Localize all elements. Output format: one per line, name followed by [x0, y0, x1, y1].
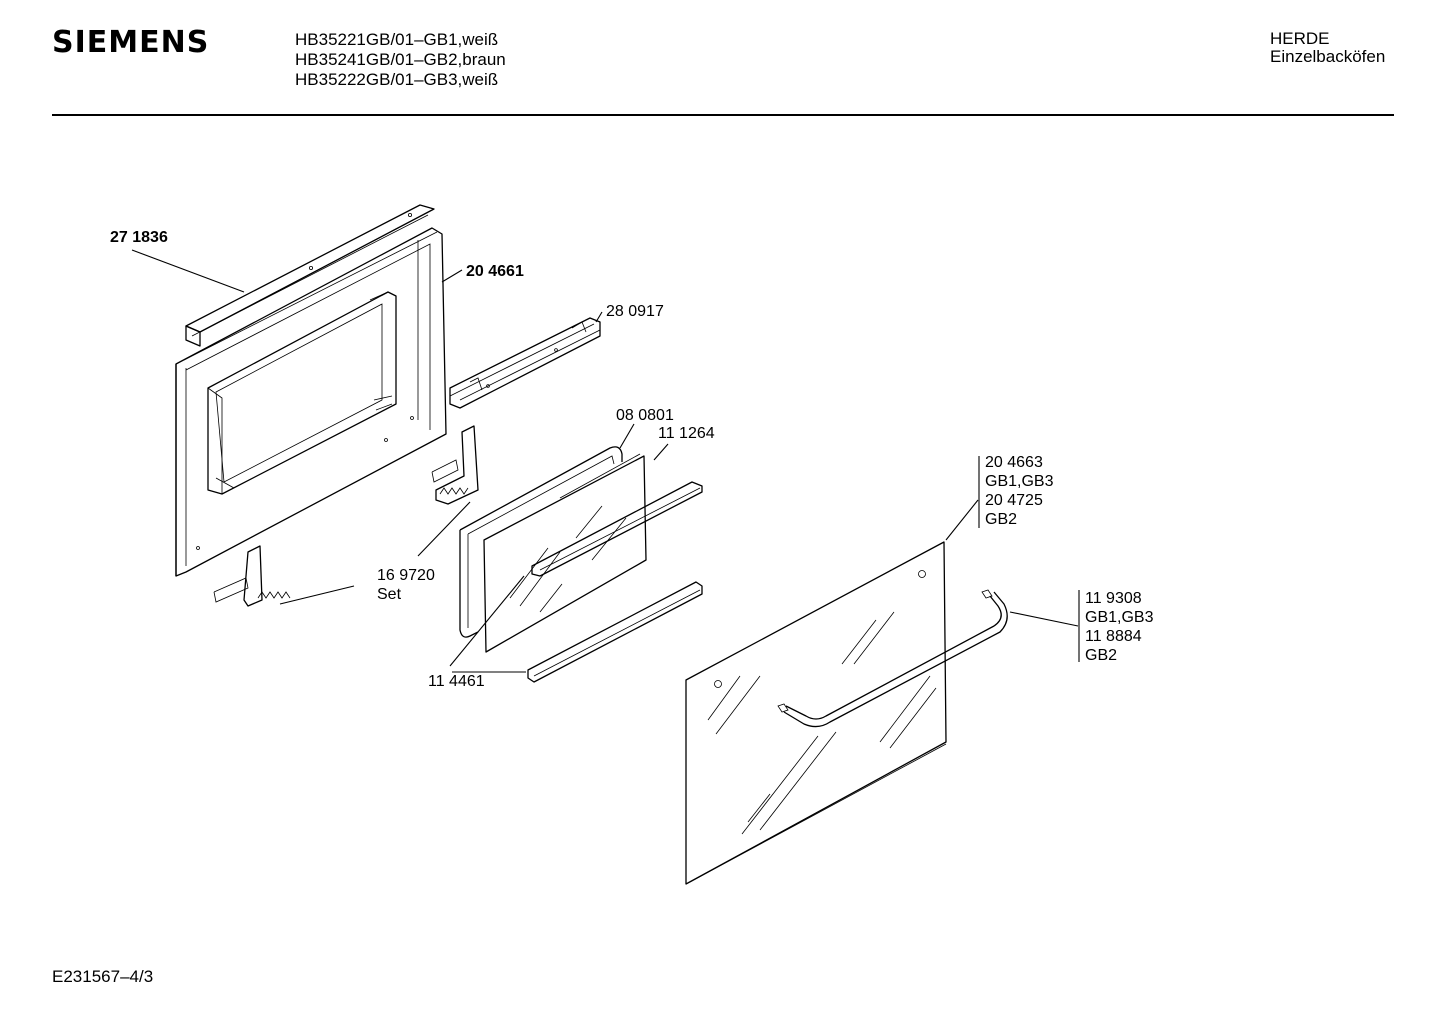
rail-part	[449, 317, 601, 409]
model-line-3: HB35222GB/01–GB3,weiß	[295, 70, 499, 89]
product-category: HERDE Einzelbacköfen	[1270, 30, 1385, 66]
trim-strip-upper-part	[531, 481, 703, 577]
label-handle-3: 11 8884	[1085, 628, 1142, 645]
label-outer-glass-1: 20 4663	[985, 454, 1043, 471]
label-204661: 20 4661	[466, 263, 524, 280]
label-169720: 16 9720	[377, 567, 435, 584]
label-271836: 27 1836	[110, 229, 168, 246]
label-169720-set: Set	[377, 586, 402, 603]
inner-glass-part	[483, 453, 647, 653]
leader-lines	[131, 249, 1080, 673]
category-title: HERDE	[1270, 29, 1330, 48]
document-code: E231567–4/3	[52, 967, 154, 986]
trim-strip-lower-part	[527, 581, 703, 683]
label-outer-glass-2: GB1,GB3	[985, 473, 1054, 490]
label-handle-2: GB1,GB3	[1085, 609, 1154, 626]
brand-logo: SIEMENS	[52, 25, 210, 60]
label-outer-glass-3: 20 4725	[985, 492, 1043, 509]
label-114461: 11 4461	[428, 673, 485, 690]
model-line-1: HB35221GB/01–GB1,weiß	[295, 30, 499, 49]
label-080801: 08 0801	[616, 407, 674, 424]
model-list: HB35221GB/01–GB1,weiß HB35241GB/01–GB2,b…	[295, 30, 506, 90]
outer-glass-part	[685, 541, 947, 885]
label-handle-4: GB2	[1085, 647, 1117, 664]
top-strip-part	[185, 204, 435, 347]
label-handle-1: 11 9308	[1085, 590, 1142, 607]
hinge-lower-part	[213, 545, 291, 607]
label-outer-glass-4: GB2	[985, 511, 1017, 528]
label-280917: 28 0917	[606, 303, 664, 320]
label-111264: 11 1264	[658, 425, 715, 442]
hinge-upper-part	[431, 425, 479, 505]
header-divider	[52, 114, 1394, 116]
model-line-2: HB35241GB/01–GB2,braun	[295, 50, 506, 69]
category-subtitle: Einzelbacköfen	[1270, 47, 1386, 66]
door-frame-part	[175, 227, 447, 577]
handle-part	[777, 589, 1008, 728]
gasket-part	[459, 446, 623, 638]
